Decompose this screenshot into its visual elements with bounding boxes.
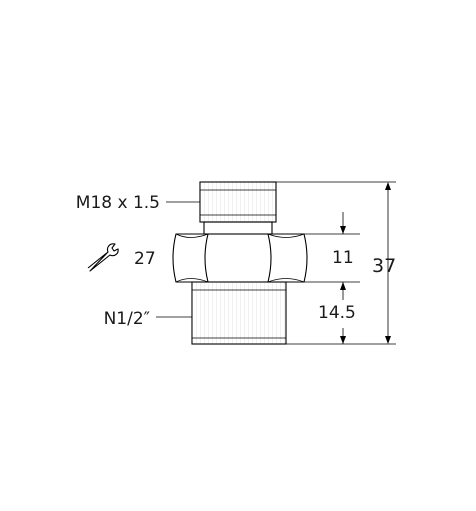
label-thread-top: M18 x 1.5	[76, 193, 160, 213]
label-wrench-size: 27	[134, 249, 156, 269]
dimension-hex-height: 11	[332, 248, 354, 268]
label-thread-bottom-group: N1/2″	[104, 309, 192, 329]
hex-body	[172, 233, 308, 283]
dimension-overall-length: 37	[372, 255, 396, 277]
wrench-icon	[87, 243, 119, 272]
top-thread-spigot	[199, 181, 277, 235]
dimension-bottom-thread-length: 14.5	[318, 303, 356, 323]
label-thread-top-group: M18 x 1.5	[76, 193, 200, 213]
dimension-lines	[276, 181, 396, 345]
bottom-thread-spigot	[191, 281, 287, 345]
wrench-group: 27	[87, 243, 156, 272]
label-thread-bottom: N1/2″	[104, 309, 150, 329]
